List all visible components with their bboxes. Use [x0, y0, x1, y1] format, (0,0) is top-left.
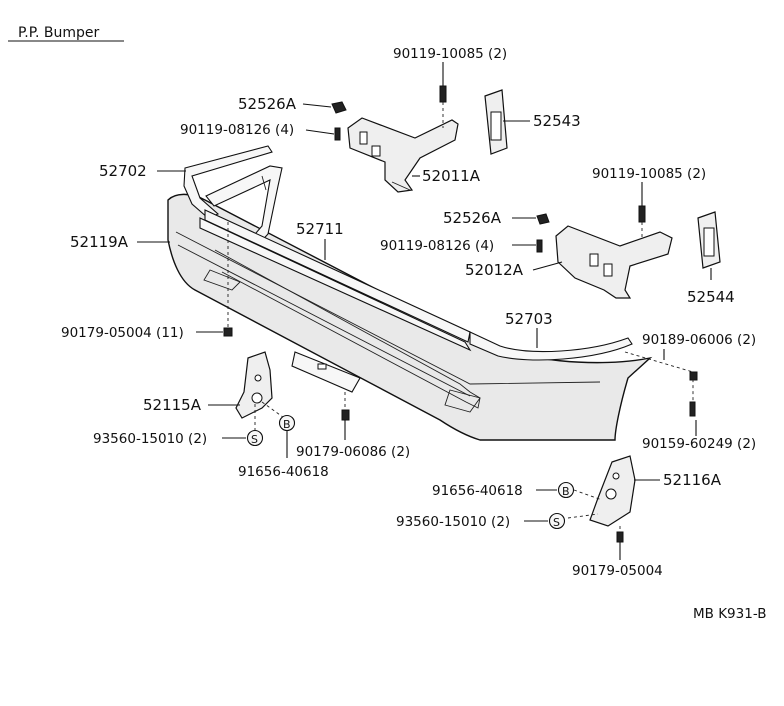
label-90159-60249: 90159-60249 (2): [642, 436, 756, 452]
side-bracket-52116A[interactable]: [589, 455, 636, 527]
label-90119-08126-upper: 90119-08126 (4): [180, 122, 294, 138]
label-52711: 52711: [296, 220, 344, 238]
label-52012A: 52012A: [465, 261, 524, 279]
diagram-title: P.P. Bumper: [18, 25, 99, 41]
label-52543: 52543: [533, 112, 581, 130]
label-52116A: 52116A: [663, 471, 722, 489]
label-91656-40618-right: 91656-40618: [432, 483, 523, 499]
label-52703: 52703: [505, 310, 553, 328]
bracket-52012A[interactable]: [555, 225, 673, 299]
label-52119A: 52119A: [70, 233, 129, 251]
label-90119-08126-lower: 90119-08126 (4): [380, 238, 494, 254]
label-93560-15010-right: 93560-15010 (2): [396, 514, 510, 530]
label-93560-15010-left: 93560-15010 (2): [93, 431, 207, 447]
pad-52543[interactable]: [484, 89, 508, 155]
s-marker-2: S: [548, 512, 566, 530]
pad-52544[interactable]: [697, 211, 721, 269]
label-52011A: 52011A: [422, 167, 481, 185]
b-marker-2: B: [557, 481, 575, 499]
label-52526A-upper: 52526A: [238, 95, 297, 113]
label-90189-06006: 90189-06006 (2): [642, 332, 756, 348]
svg-text:B: B: [562, 485, 570, 498]
b-marker-1: B: [278, 414, 296, 432]
label-52702: 52702: [99, 162, 147, 180]
diagram-code: MB K931-B: [693, 606, 766, 622]
license-bracket[interactable]: [291, 351, 361, 393]
label-52115A: 52115A: [143, 396, 202, 414]
label-90119-10085-upper: 90119-10085 (2): [393, 46, 507, 62]
svg-text:S: S: [251, 433, 258, 446]
label-91656-40618-left: 91656-40618: [238, 464, 329, 480]
label-90179-06086: 90179-06086 (2): [296, 444, 410, 460]
svg-text:S: S: [553, 516, 560, 529]
label-90119-10085-lower: 90119-10085 (2): [592, 166, 706, 182]
label-52544: 52544: [687, 288, 735, 306]
label-90179-05004-11: 90179-05004 (11): [61, 325, 184, 341]
label-52526A-lower: 52526A: [443, 209, 502, 227]
svg-text:B: B: [283, 418, 291, 431]
reinforcement-52711[interactable]: [199, 209, 472, 352]
leader-lines: [137, 62, 712, 560]
side-bracket-52115A[interactable]: [235, 351, 273, 419]
s-marker-1: S: [246, 429, 264, 447]
retainer-52703[interactable]: [469, 331, 633, 361]
label-90179-05004: 90179-05004: [572, 563, 663, 579]
bracket-52011A[interactable]: [347, 117, 459, 193]
